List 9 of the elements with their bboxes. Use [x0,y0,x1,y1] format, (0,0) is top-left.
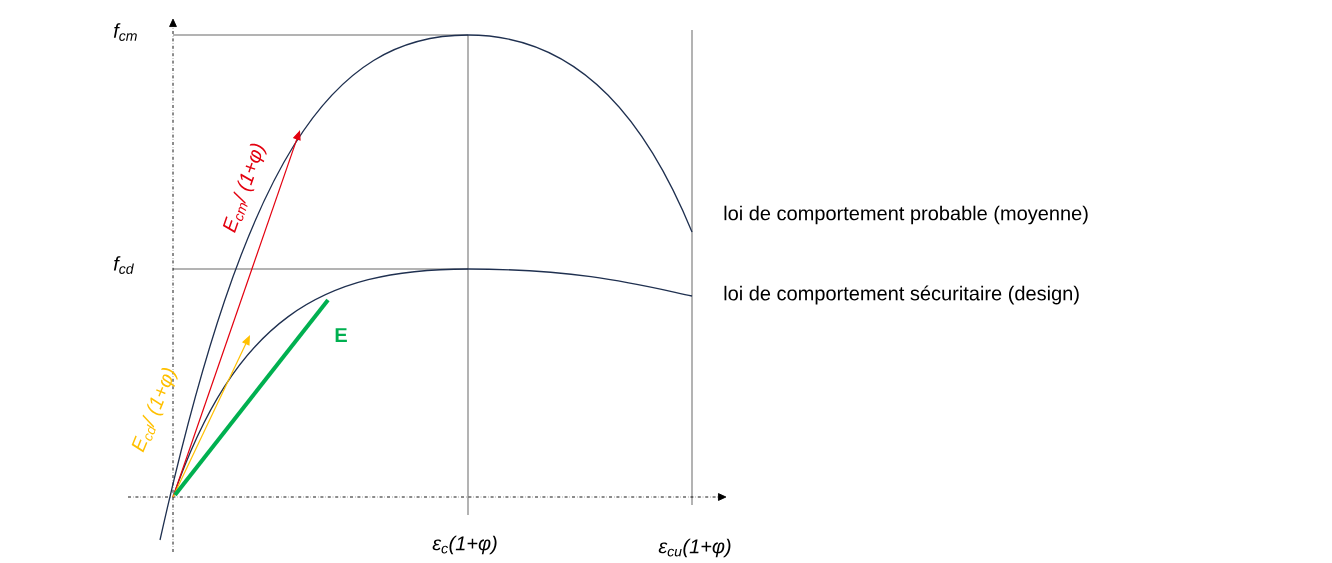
axis-label: ε$_{c}$(1+φ) [432,535,497,555]
curve-label: loi de comportement probable (moyenne) [724,205,1088,225]
axis-label: f$_{cm}$ [113,23,137,41]
modulus-label: E$_{cd}$/ (1+φ) [131,368,178,453]
curve-label: loi de comportement sécuritaire (design) [724,285,1079,305]
modulus-label: E$_{cm}$/ (1+φ) [222,143,267,233]
axis-label: ε$_{cu}$(1+φ) [658,538,731,558]
axis-label: f$_{cd}$ [113,256,134,274]
modulus-label: E [335,328,347,342]
